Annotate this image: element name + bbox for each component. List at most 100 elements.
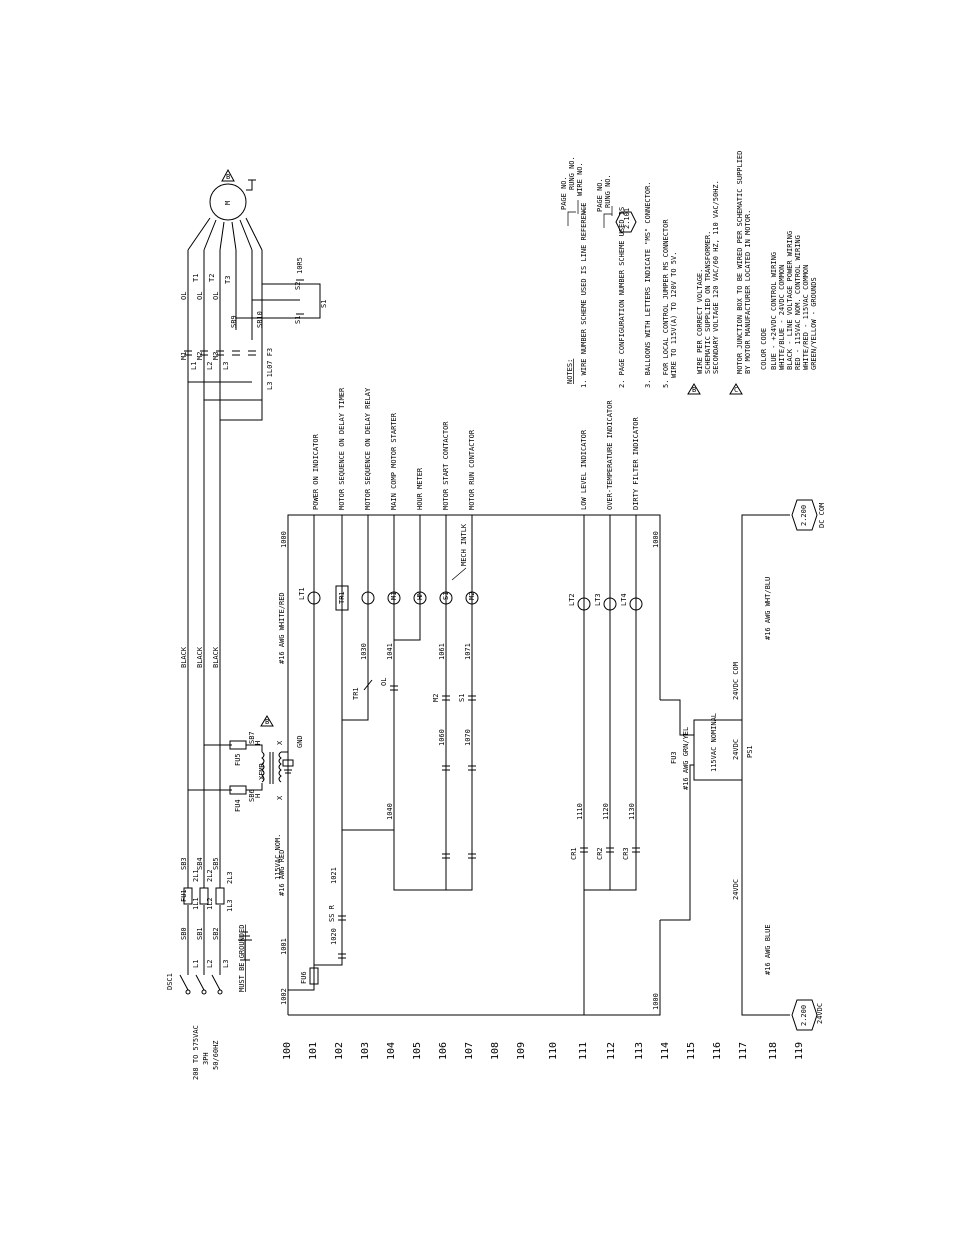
contactor-coil-icon — [439, 591, 453, 605]
fuse-out-label: 2L3 — [226, 871, 234, 884]
rung-104-load: M1 — [390, 592, 398, 600]
aux-label: 10R5 — [296, 257, 304, 274]
mech-interlock-leader — [451, 567, 467, 581]
note-item: WIRE PER CORRECT VOLTAGE. — [696, 269, 704, 374]
contactor-contacts-icon — [184, 350, 256, 356]
rung-number: 112 — [606, 1042, 617, 1060]
power-supply: 115VAC NOMINAL 24VDC PS1 FU3 #16 AWG GRN… — [660, 499, 826, 1031]
page-config-legend — [603, 206, 613, 228]
rung-112-desc: OVER-TEMPERATURE INDICATOR — [606, 400, 614, 510]
psu-gnd-wire: #16 AWG GRN/YEL — [682, 727, 690, 790]
rung-103-desc: MOTOR SEQUENCE ON DELAY RELAY — [364, 387, 372, 510]
overload-label: OL — [196, 292, 204, 300]
rung-number: 108 — [490, 1042, 501, 1060]
rung-number: 103 — [360, 1042, 371, 1060]
fuse-out-label: 2L1 — [192, 869, 200, 882]
rung-number: 119 — [794, 1042, 805, 1060]
ground-icon — [246, 179, 256, 191]
transformer-primary-note: 115VAC NOM. — [274, 834, 282, 880]
rung-102 — [314, 515, 343, 966]
line-l2: L2 — [206, 362, 214, 370]
color-code-item: BLUE - +24VDC CONTROL WIRING — [770, 252, 778, 370]
rung-112-load: LT3 — [594, 593, 602, 606]
terminal-s1: S1 — [320, 300, 328, 308]
rung-107 — [446, 515, 473, 891]
rung-number: 102 — [334, 1042, 345, 1060]
supply-frequency: 50/60HZ — [212, 1040, 220, 1070]
contact-icon — [442, 765, 450, 771]
fuse-in-label: 1L1 — [192, 897, 200, 910]
notes-title: NOTES: — [566, 359, 574, 384]
rung-104-left-device: OL — [380, 678, 388, 686]
rung-107-left-device: S1 — [458, 694, 466, 702]
contact-m1: M1 — [180, 352, 188, 360]
rung-112 — [584, 515, 611, 891]
contact-icon — [468, 695, 476, 701]
line-l3: L3 — [222, 362, 230, 370]
legend-wire-no: WIRE NO. — [576, 162, 584, 196]
terminal-sb9: SB9 — [230, 315, 238, 328]
main-supply: DSC1 208 TO 575VAC 3PH 50/60HZ L1 L2 L3 … — [166, 382, 252, 1080]
psu-out: 24VDC — [732, 739, 740, 760]
relay-coil-icon — [361, 591, 375, 605]
fuse-icon — [215, 887, 225, 905]
badge-b-icon — [687, 383, 701, 395]
rung-number: 104 — [386, 1042, 397, 1060]
motor-section: M B T1 T2 T3 OL OL OL L1 L2 L3 M1 M2 M3 … — [180, 168, 328, 421]
rung-102-load: TR1 — [338, 591, 346, 604]
psu-name: PS1 — [746, 745, 754, 758]
wire-number: 1021 — [330, 867, 338, 884]
psu-input: 115VAC NOMINAL — [710, 713, 718, 772]
wire-ref-legend — [567, 200, 585, 226]
note-item: 3. BALLOONS WITH LETTERS INDICATE "MS" C… — [644, 181, 652, 388]
fuse-fu5-label: FU5 — [234, 753, 242, 766]
color-code-item: RED - 115VAC NOM. CONTROL WIRING — [794, 235, 802, 370]
contact-icon — [296, 279, 304, 319]
dc-com-wire: #16 AWG WHT/BLU — [764, 577, 772, 640]
rung-103-left-device: TR1 — [352, 687, 360, 700]
contact-icon — [338, 915, 346, 921]
transformer-name: XFMR — [258, 762, 266, 780]
rung-105-load: HM — [416, 592, 424, 600]
rung-number: 100 — [282, 1042, 293, 1060]
line-label-l1: L1 — [192, 960, 200, 968]
dc-pos-wire: #16 AWG BLUE — [764, 924, 772, 975]
rung-numbers: 100 101 102 103 104 105 106 107 108 109 … — [282, 1042, 805, 1060]
contact-icon — [442, 853, 450, 859]
rung-111-left-device: CR1 — [570, 847, 578, 860]
transformer-h: H — [254, 741, 262, 745]
psu-fuse: FU3 — [670, 751, 678, 764]
terminal-sb1: SB1 — [196, 927, 204, 940]
fuse-out-label: 2L2 — [206, 869, 214, 882]
note-item: 2. PAGE CONFIGURATION NUMBER SCHEME USED… — [618, 207, 626, 388]
rung-101 — [288, 515, 315, 991]
psu-24v: 24VDC — [732, 879, 740, 900]
wire-number: 1041 — [386, 643, 394, 660]
contact-m3: M3 — [212, 352, 220, 360]
motor-label: M — [224, 201, 232, 205]
rung-number: 115 — [686, 1042, 697, 1060]
rung-number: 114 — [660, 1042, 671, 1060]
wire-number: 1071 — [464, 643, 472, 660]
rung-number: 107 — [464, 1042, 475, 1060]
rung-number: 101 — [308, 1042, 319, 1060]
control-transformer: FU4 FU5 SB6 SB7 XFMR H H X X GND B 115VA… — [188, 715, 304, 880]
contact-icon — [468, 765, 476, 771]
fuse-icon — [229, 740, 247, 750]
terminal-sb4: SB4 — [196, 857, 204, 870]
rung-111-load: LT2 — [568, 593, 576, 606]
note-item: MOTOR JUNCTION BOX TO BE WIRED PER SCHEM… — [736, 151, 744, 374]
note-badge: B — [692, 386, 696, 394]
ground-note: MUST BE GROUNDED — [238, 925, 246, 992]
rung-number: 118 — [768, 1042, 779, 1060]
page-reference-bubble — [791, 999, 818, 1031]
note-item-sub: WIRE TO 115V(A) TO 120V TO 5V. — [670, 252, 678, 378]
contactor-coil-icon — [465, 591, 479, 605]
control-wire-mid: #16 AWG RED — [278, 850, 286, 896]
rung-107-load: M2 — [468, 592, 476, 600]
motor-badge: B — [226, 173, 230, 181]
page-reference-bubble — [791, 499, 818, 531]
wire-number: 1040 — [386, 803, 394, 820]
color-code-item: WHITE/RED - 115VAC COMMON — [802, 265, 810, 370]
wire-number: 1060 — [438, 729, 446, 746]
